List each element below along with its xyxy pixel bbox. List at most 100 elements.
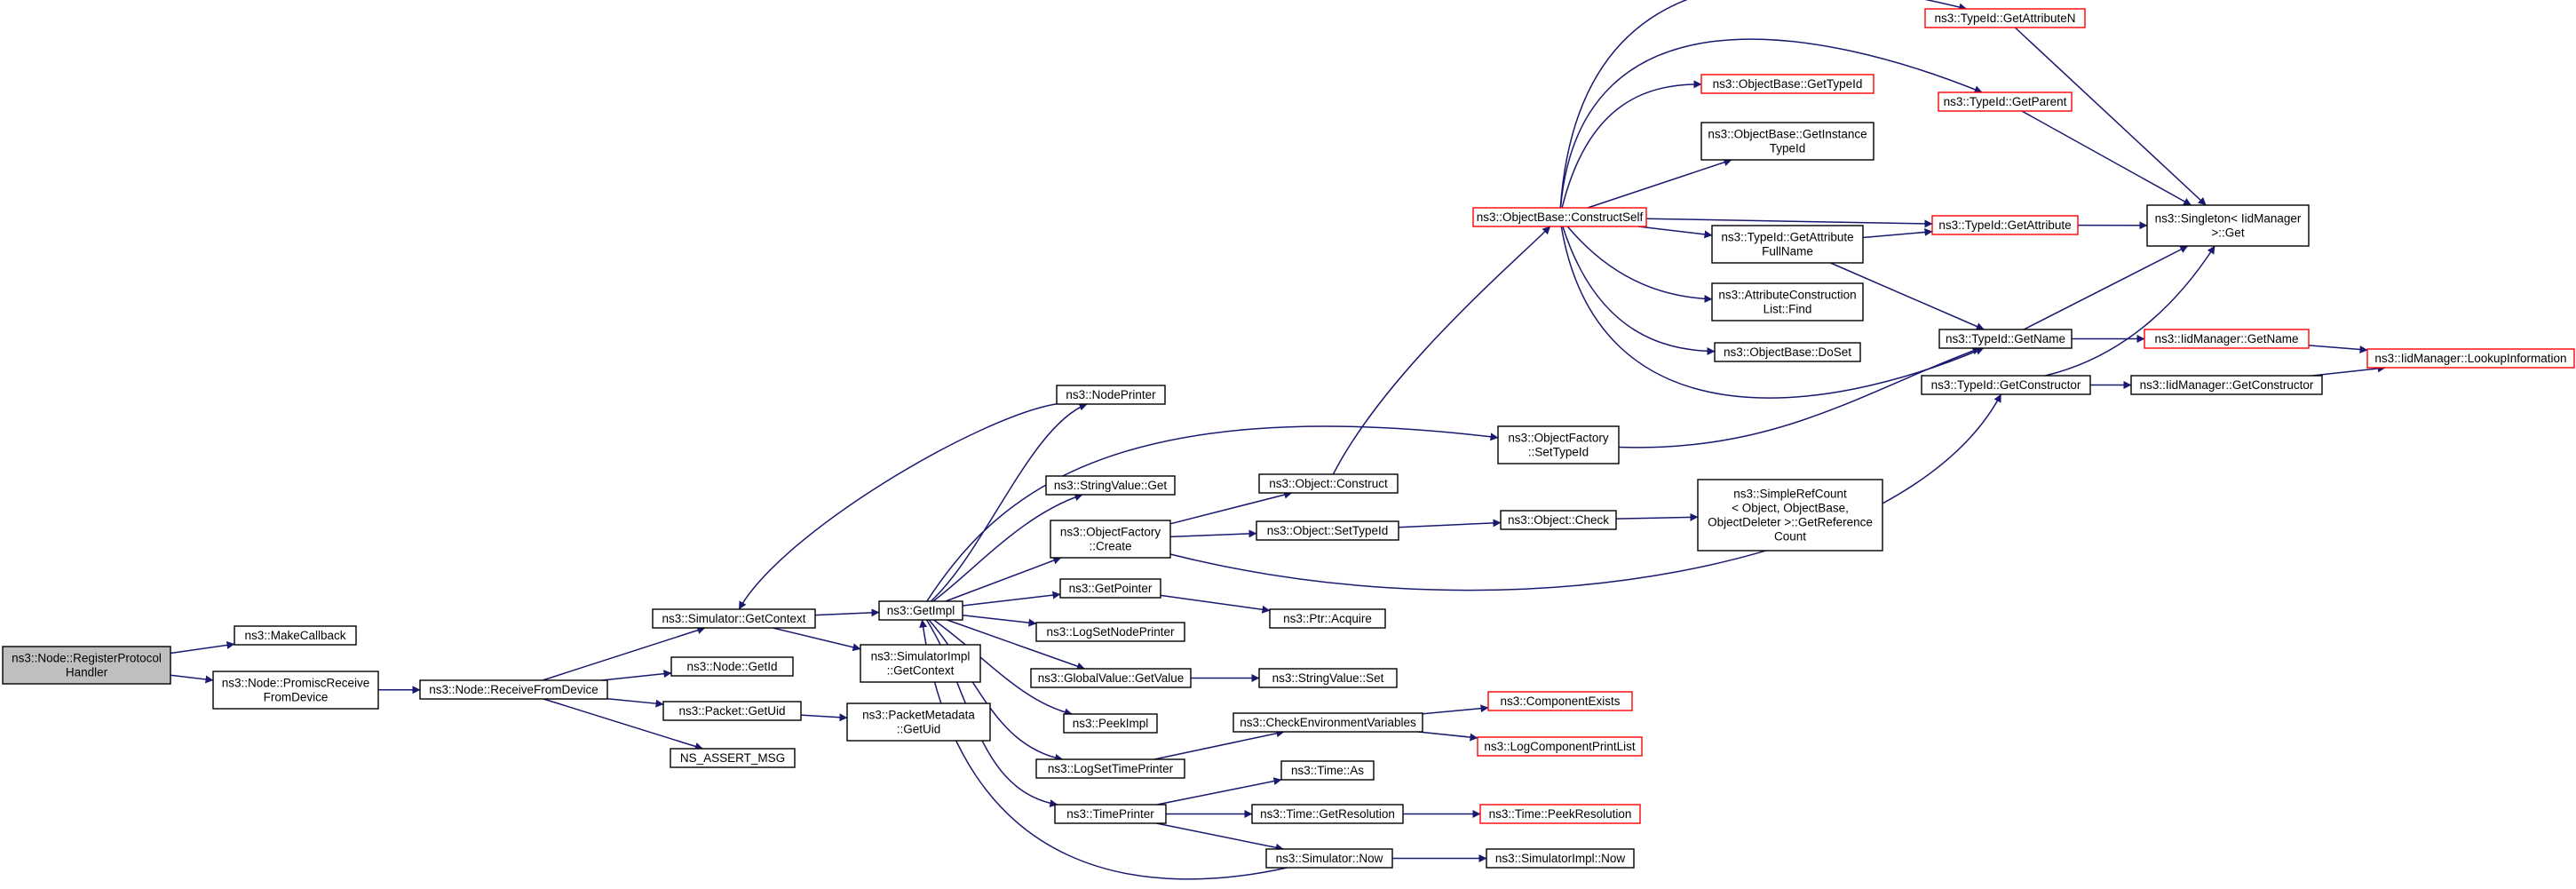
- node-singletonget[interactable]: ns3::Singleton< IidManager >::Get: [2146, 204, 2310, 247]
- node-box: [1269, 608, 1386, 629]
- node-label: ::Create: [1089, 539, 1131, 552]
- node-box: [1477, 736, 1643, 757]
- edge-typeidgetparent-to-singletonget: [2021, 110, 2192, 206]
- node-box: [1054, 804, 1167, 824]
- node-box: [1479, 804, 1641, 824]
- node-globalvaluegetvalue[interactable]: ns3::GlobalValue::GetValue: [1030, 668, 1192, 688]
- node-label: ns3::NodePrinter: [1066, 388, 1156, 401]
- node-getcontext[interactable]: ns3::Simulator::GetContext: [652, 608, 816, 629]
- node-label: ::GetContext: [887, 663, 955, 677]
- node-objbasegettypeid[interactable]: ns3::ObjectBase::GetTypeId: [1700, 74, 1875, 94]
- node-label: Handler: [66, 665, 108, 679]
- node-label: ns3::Ptr::Acquire: [1283, 612, 1372, 625]
- edge-constructself-to-typeidgetname: [1560, 226, 1985, 399]
- edge-constructself-to-objbasegettypeid: [1561, 80, 1702, 209]
- node-timepeekresolution[interactable]: ns3::Time::PeekResolution: [1479, 804, 1641, 824]
- edge-iidgetconstructor-to-iidlookup: [2311, 364, 2386, 377]
- node-nodeprinter[interactable]: ns3::NodePrinter: [1056, 385, 1166, 405]
- node-box: [1280, 760, 1375, 781]
- node-box: [652, 608, 816, 629]
- node-box: [1265, 848, 1393, 869]
- edge-root-to-promisc: [170, 674, 214, 684]
- node-box: [2130, 375, 2323, 395]
- node-componentexists[interactable]: ns3::ComponentExists: [1487, 691, 1633, 711]
- node-simnow[interactable]: ns3::Simulator::Now: [1265, 848, 1393, 869]
- node-label: ns3::CheckEnvironmentVariables: [1240, 716, 1416, 729]
- node-iidgetname[interactable]: ns3::IidManager::GetName: [2144, 329, 2310, 349]
- node-makecallback[interactable]: ns3::MakeCallback: [234, 625, 357, 646]
- node-label: ns3::StringValue::Set: [1272, 671, 1384, 685]
- node-constructself[interactable]: ns3::ObjectBase::ConstructSelf: [1472, 207, 1647, 227]
- node-simplerefcount[interactable]: ns3::SimpleRefCount< Object, ObjectBase,…: [1697, 479, 1883, 552]
- edge-getimpl-to-stringvalueget: [932, 493, 1083, 602]
- node-pktmetagetuid[interactable]: ns3::PacketMetadata::GetUid: [846, 702, 991, 742]
- node-box: [1711, 225, 1864, 264]
- node-iidlookup[interactable]: ns3::IidManager::LookupInformation: [2366, 348, 2575, 369]
- node-simimplnow[interactable]: ns3::SimulatorImpl::Now: [1486, 848, 1635, 869]
- node-label: ns3::Simulator::Now: [1276, 852, 1383, 865]
- node-box: [419, 679, 608, 700]
- edge-nodeprinter-to-getcontext: [738, 403, 1058, 610]
- node-box: [1500, 510, 1617, 530]
- node-getpointer[interactable]: ns3::GetPointer: [1059, 578, 1161, 599]
- node-stringvalueget[interactable]: ns3::StringValue::Get: [1045, 475, 1176, 496]
- node-box: [2144, 329, 2310, 349]
- node-receivefromdevice[interactable]: ns3::Node::ReceiveFromDevice: [419, 679, 608, 700]
- node-objfactorycreate[interactable]: ns3::ObjectFactory::Create: [1050, 520, 1171, 559]
- node-box: [1697, 479, 1883, 552]
- node-objfactorysettypeid[interactable]: ns3::ObjectFactory::SetTypeId: [1497, 425, 1620, 464]
- node-logsetnodeprinter[interactable]: ns3::LogSetNodePrinter: [1035, 622, 1185, 642]
- node-box: [1050, 520, 1171, 559]
- node-objsettypeid[interactable]: ns3::Object::SetTypeId: [1256, 520, 1399, 541]
- node-nsassert[interactable]: NS_ASSERT_MSG: [670, 748, 796, 768]
- node-label: ns3::Time::GetResolution: [1260, 807, 1395, 821]
- node-timegetresolution[interactable]: ns3::Time::GetResolution: [1251, 804, 1404, 824]
- node-label: ns3::PacketMetadata: [862, 708, 975, 721]
- node-typeidgetconstructor[interactable]: ns3::TypeId::GetConstructor: [1921, 375, 2091, 395]
- node-objcheck[interactable]: ns3::Object::Check: [1500, 510, 1617, 530]
- node-label: ns3::ObjectBase::ConstructSelf: [1477, 210, 1644, 224]
- node-label: ::GetUid: [897, 722, 941, 735]
- node-timeprinter[interactable]: ns3::TimePrinter: [1054, 804, 1167, 824]
- node-iidgetconstructor[interactable]: ns3::IidManager::GetConstructor: [2130, 375, 2323, 395]
- node-logcomponentprintlist[interactable]: ns3::LogComponentPrintList: [1477, 736, 1643, 757]
- node-box: [1700, 122, 1875, 161]
- node-box: [1258, 668, 1398, 688]
- node-simimplgetcontext[interactable]: ns3::SimulatorImpl::GetContext: [860, 644, 981, 683]
- edge-getpointer-to-ptracquire: [1160, 594, 1271, 614]
- node-ptracquire[interactable]: ns3::Ptr::Acquire: [1269, 608, 1386, 629]
- node-timeas[interactable]: ns3::Time::As: [1280, 760, 1375, 781]
- node-label: >::Get: [2211, 226, 2244, 239]
- node-nodegetid[interactable]: ns3::Node::GetId: [670, 656, 794, 677]
- node-typeidgetname[interactable]: ns3::TypeId::GetName: [1938, 329, 2073, 349]
- node-checkenv[interactable]: ns3::CheckEnvironmentVariables: [1233, 712, 1423, 733]
- node-label: ns3::Simulator::GetContext: [662, 612, 805, 625]
- node-stringvalueset[interactable]: ns3::StringValue::Set: [1258, 668, 1398, 688]
- node-typeidgetparent[interactable]: ns3::TypeId::GetParent: [1938, 91, 2073, 112]
- node-objbasedoset[interactable]: ns3::ObjectBase::DoSet: [1714, 342, 1861, 362]
- node-logsettimeprinter[interactable]: ns3::LogSetTimePrinter: [1035, 758, 1185, 779]
- edge-getimpl-to-globalvaluegetvalue: [947, 619, 1085, 671]
- node-packetgetuid[interactable]: ns3::Packet::GetUid: [662, 701, 802, 721]
- node-getimpl[interactable]: ns3::GetImpl: [878, 600, 963, 621]
- node-typeidgetattribute[interactable]: ns3::TypeId::GetAttribute: [1931, 215, 2079, 235]
- node-label: ns3::MakeCallback: [244, 629, 345, 642]
- node-label: ns3::Node::ReceiveFromDevice: [429, 683, 598, 696]
- node-typeidgetattributen[interactable]: ns3::TypeId::GetAttributeN: [1924, 8, 2086, 28]
- node-objconstruct[interactable]: ns3::Object::Construct: [1258, 473, 1399, 494]
- node-label: ns3::Node::PromiscReceive: [222, 676, 370, 689]
- node-label: ns3::TypeId::GetConstructor: [1931, 378, 2081, 392]
- node-label: ns3::SimulatorImpl: [871, 649, 971, 663]
- node-box: [212, 671, 379, 710]
- node-peekimpl[interactable]: ns3::PeekImpl: [1063, 713, 1158, 734]
- edge-getimpl-to-objfactorysettypeid: [926, 425, 1499, 602]
- edge-checkenv-to-componentexists: [1422, 704, 1489, 715]
- edge-getimpl-to-logsetnodeprinter: [962, 615, 1037, 627]
- node-label: ns3::TypeId::GetName: [1946, 332, 2065, 345]
